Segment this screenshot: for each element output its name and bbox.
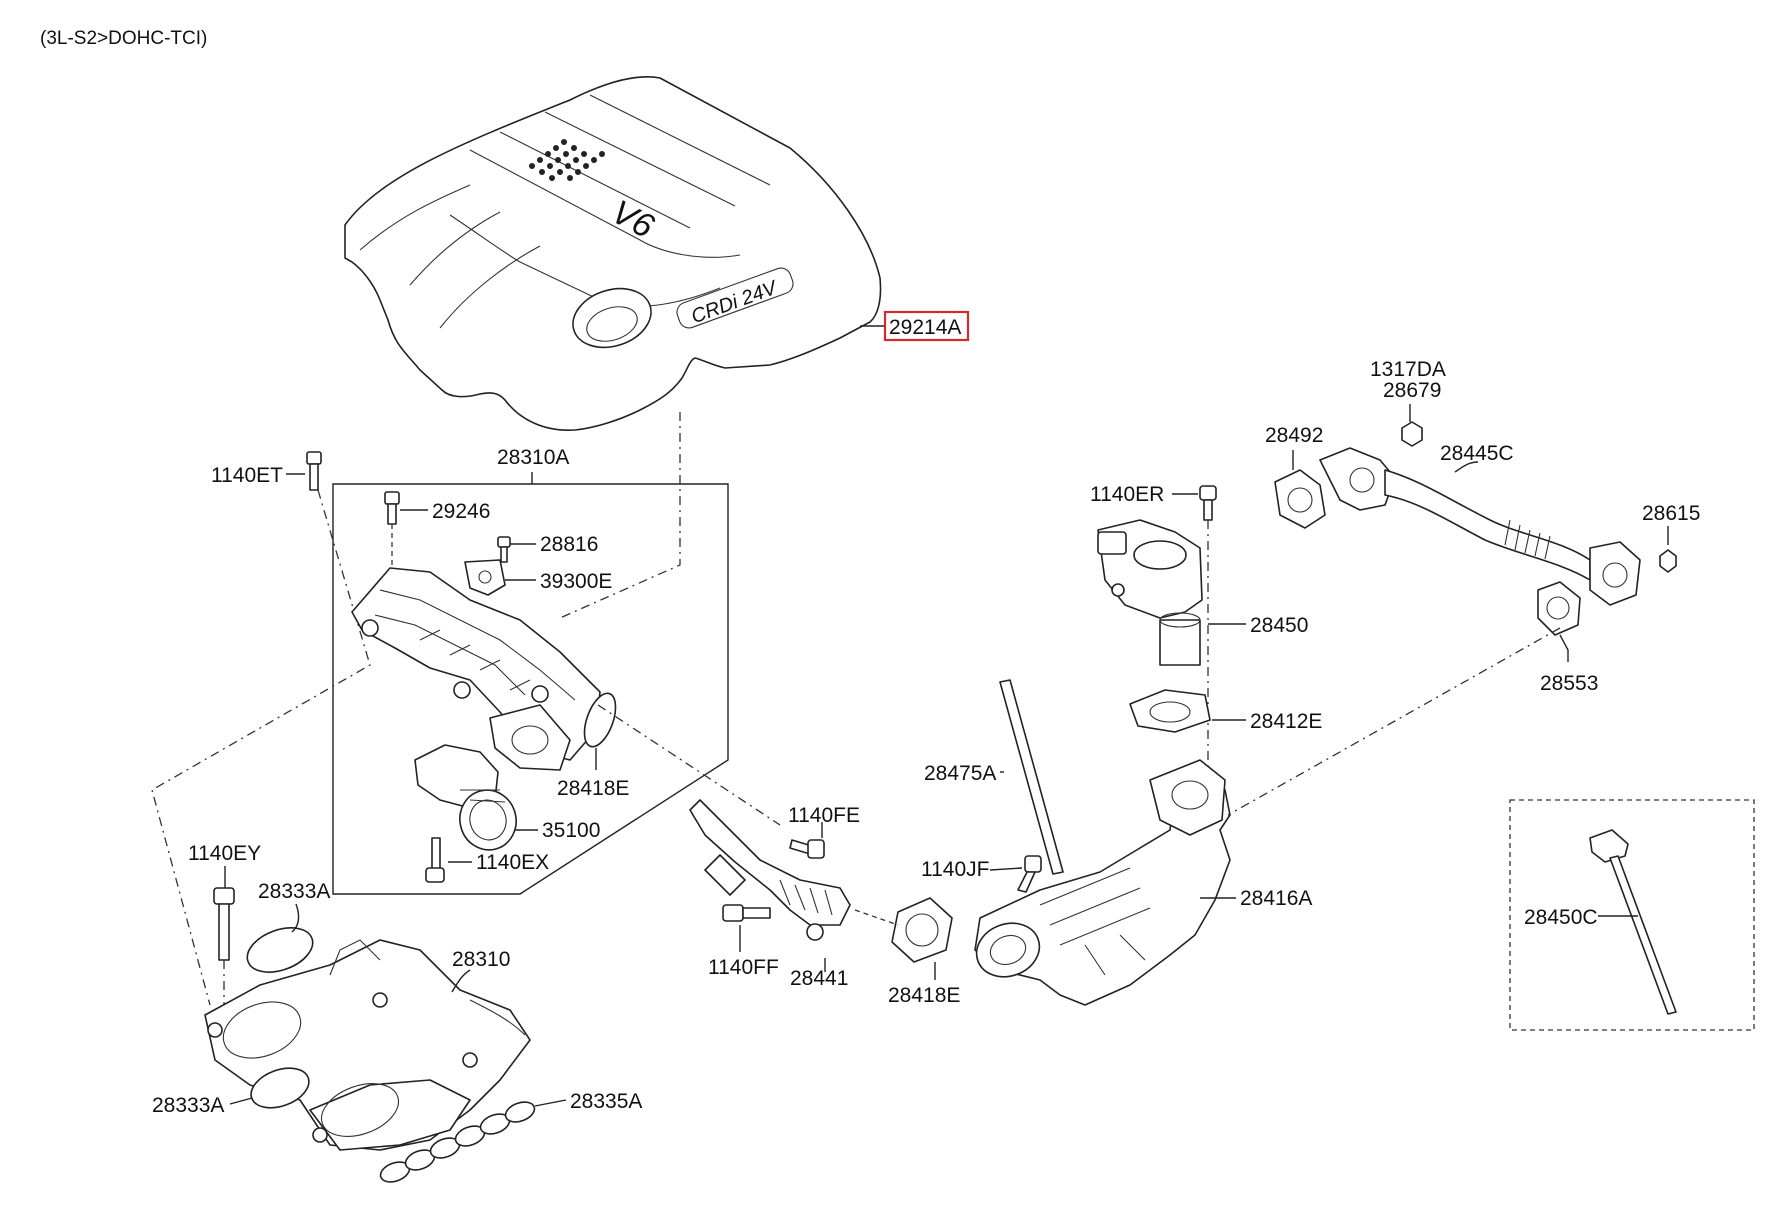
gasket-28418E-lower[interactable] <box>891 897 953 963</box>
gasket-28412E[interactable] <box>1129 689 1211 733</box>
variant-header: (3L-S2>DOHC-TCI) <box>40 28 207 49</box>
sensor-28450C[interactable] <box>1589 829 1677 1015</box>
label-1140FF[interactable]: 1140FF <box>708 956 779 979</box>
label-28335A[interactable]: 28335A <box>570 1090 642 1113</box>
label-28333A-upper[interactable]: 28333A <box>258 880 330 903</box>
bolt-28816[interactable] <box>497 536 511 563</box>
nut-28615[interactable] <box>1659 549 1677 573</box>
label-28441[interactable]: 28441 <box>790 967 848 990</box>
label-29246[interactable]: 29246 <box>432 500 490 523</box>
egr-pipe-28445C[interactable] <box>1319 447 1641 606</box>
label-28679[interactable]: 28679 <box>1383 379 1441 402</box>
label-28418E-upper[interactable]: 28418E <box>557 777 629 800</box>
label-28333A-lower[interactable]: 28333A <box>152 1094 224 1117</box>
throttle-body-35100[interactable] <box>414 744 523 856</box>
label-39300E[interactable]: 39300E <box>540 570 612 593</box>
label-29214A[interactable]: 29214A <box>889 316 961 339</box>
label-28553[interactable]: 28553 <box>1540 672 1598 695</box>
label-1140EY[interactable]: 1140EY <box>188 842 261 865</box>
label-1140EX[interactable]: 1140EX <box>476 851 549 874</box>
engine-cover[interactable]: V6 CRDi 24V <box>344 76 882 431</box>
inset-box-28450C <box>1509 799 1755 1031</box>
bolt-1140FF[interactable] <box>722 904 771 922</box>
label-28475A[interactable]: 28475A <box>924 762 996 785</box>
label-35100[interactable]: 35100 <box>542 819 600 842</box>
group-box-28310A <box>332 483 729 895</box>
rod-28475A[interactable] <box>999 679 1064 875</box>
label-1140FE[interactable]: 1140FE <box>788 804 860 827</box>
label-28412E[interactable]: 28412E <box>1250 710 1322 733</box>
label-1140ER[interactable]: 1140ER <box>1090 483 1164 506</box>
bolt-1140JF[interactable] <box>1017 855 1042 893</box>
label-28416A[interactable]: 28416A <box>1240 887 1312 910</box>
label-28450[interactable]: 28450 <box>1250 614 1308 637</box>
gasket-28492[interactable] <box>1274 469 1326 529</box>
bolt-1140ET[interactable] <box>306 451 322 491</box>
label-1140JF[interactable]: 1140JF <box>921 858 990 881</box>
nut-1317DA[interactable] <box>1401 421 1423 447</box>
label-28615[interactable]: 28615 <box>1642 502 1700 525</box>
gasket-28418E-upper[interactable] <box>578 689 622 751</box>
egr-pipe-28441[interactable] <box>689 799 851 941</box>
label-28492[interactable]: 28492 <box>1265 424 1323 447</box>
label-28450C[interactable]: 28450C <box>1524 906 1598 929</box>
sensor-39300E[interactable] <box>464 559 506 596</box>
intake-manifold[interactable] <box>351 567 601 771</box>
label-28310A[interactable]: 28310A <box>497 446 569 469</box>
gasket-28333A-upper[interactable] <box>241 920 319 981</box>
bolt-1140FE[interactable] <box>789 839 825 859</box>
label-28816[interactable]: 28816 <box>540 533 598 556</box>
label-28445C[interactable]: 28445C <box>1440 442 1514 465</box>
egr-valve-28450[interactable] <box>1097 519 1203 666</box>
egr-cooler-28416A[interactable] <box>969 759 1231 1006</box>
selected-part-highlight <box>883 310 970 342</box>
cover-grille <box>529 139 605 181</box>
gasket-set-28335A[interactable] <box>378 1098 537 1185</box>
gasket-28553[interactable] <box>1537 581 1581 636</box>
label-1140ET[interactable]: 1140ET <box>211 464 283 487</box>
lower-intake-28310[interactable] <box>204 939 531 1151</box>
bolt-1140ER[interactable] <box>1199 485 1217 521</box>
bolt-29246[interactable] <box>384 491 400 525</box>
label-28310[interactable]: 28310 <box>452 948 510 971</box>
label-1317DA[interactable]: 1317DA <box>1370 358 1446 381</box>
label-28418E-lower[interactable]: 28418E <box>888 984 960 1007</box>
bolt-1140EY[interactable] <box>213 887 235 961</box>
bolt-1140EX[interactable] <box>425 837 445 883</box>
